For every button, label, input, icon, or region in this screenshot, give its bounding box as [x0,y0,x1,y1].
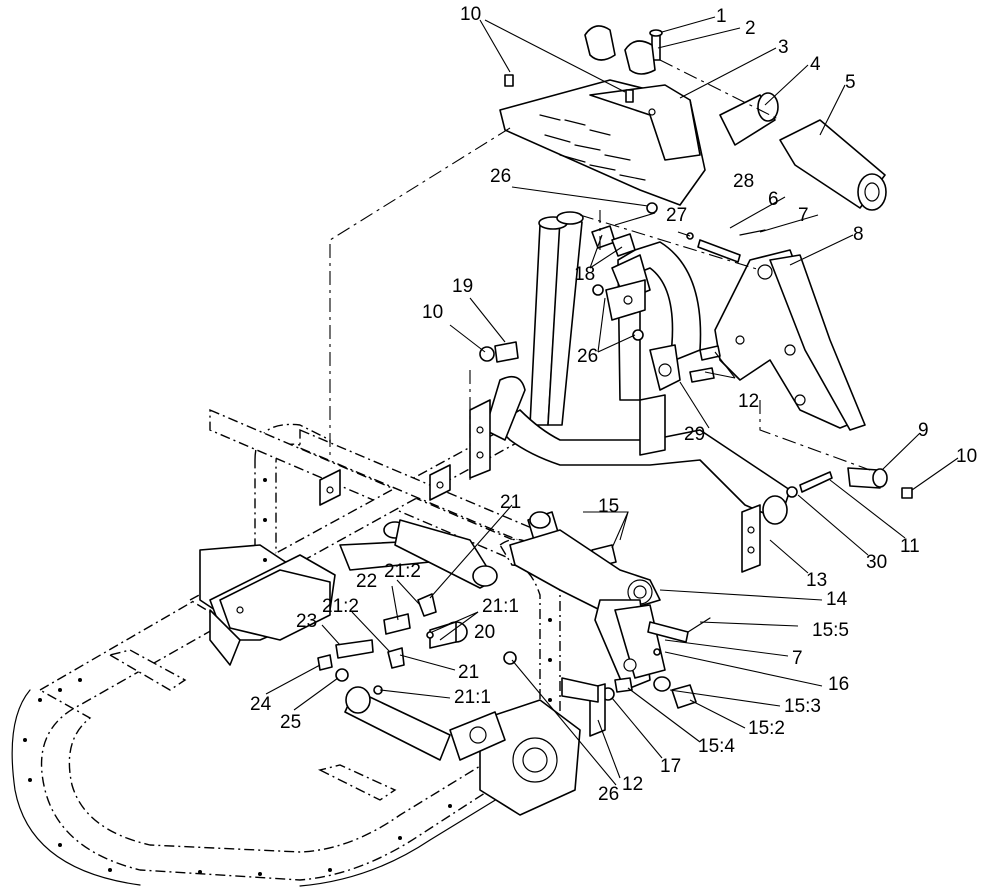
callout-26-bottom: 26 [598,784,619,805]
callout-11: 11 [900,536,920,557]
callout-1: 1 [716,6,727,27]
callout-12-top: 10 [422,302,443,323]
callout-14: 12 [738,391,759,412]
callout-8: 8 [853,224,864,245]
seat-support-assembly [469,211,866,573]
callout-21-top: 21 [500,492,521,513]
callout-9: 9 [918,420,929,441]
callout-21-1-top: 21:1 [482,596,519,617]
callout-22: 22 [356,571,377,592]
callout-25: 25 [280,712,301,733]
callout-26-top: 26 [577,346,598,367]
callout-15-3: 16 [828,674,849,695]
main-frame [11,408,581,887]
callout-5: 5 [845,72,856,93]
callout-6: 6 [768,189,779,210]
callout-15-5: 15 [598,496,619,517]
callout-29: 27 [666,205,687,226]
callout-19: 12 [622,774,643,795]
callout-21-1-bottom: 21:1 [454,687,491,708]
callout-13: 13 [806,570,827,591]
callout-10-top: 10 [460,4,481,25]
callout-17: 15:4 [698,736,735,757]
callout-15-4: 15:2 [748,718,785,739]
callout-20: 20 [474,622,495,643]
callout-7-top: 7 [798,205,809,226]
callout-21-bottom: 21 [458,662,479,683]
callout-15: 14 [826,589,848,610]
callout-27: 18 [574,264,595,285]
callout-30: 29 [684,424,705,445]
callout-12-bottom: 17 [660,756,681,777]
callout-21-2-top: 21:2 [384,561,421,582]
callout-16: 7 [792,648,803,669]
callout-3: 3 [778,37,789,58]
small-parts [219,25,913,761]
callout-labels: 10 1 2 3 4 5 26 28 27 6 7 8 18 19 10 26 … [250,4,977,805]
seat-mount-plate [499,79,706,206]
callout-35: 28 [733,171,754,192]
callout-7-bottom: 15:5 [812,620,849,641]
callout-21-2-left: 21:2 [322,596,359,617]
callout-4: 4 [810,54,821,75]
leader-lines [265,16,959,786]
callout-18: 19 [452,276,473,297]
callout-10-right: 10 [956,446,977,467]
callout-24: 24 [250,694,272,715]
callout-33: 30 [866,552,887,573]
callout-15-2: 15:3 [784,696,821,717]
callout-2: 2 [745,18,756,39]
assembly-lines [329,59,871,480]
callout-28: 26 [490,166,511,187]
callout-23: 23 [296,611,317,632]
